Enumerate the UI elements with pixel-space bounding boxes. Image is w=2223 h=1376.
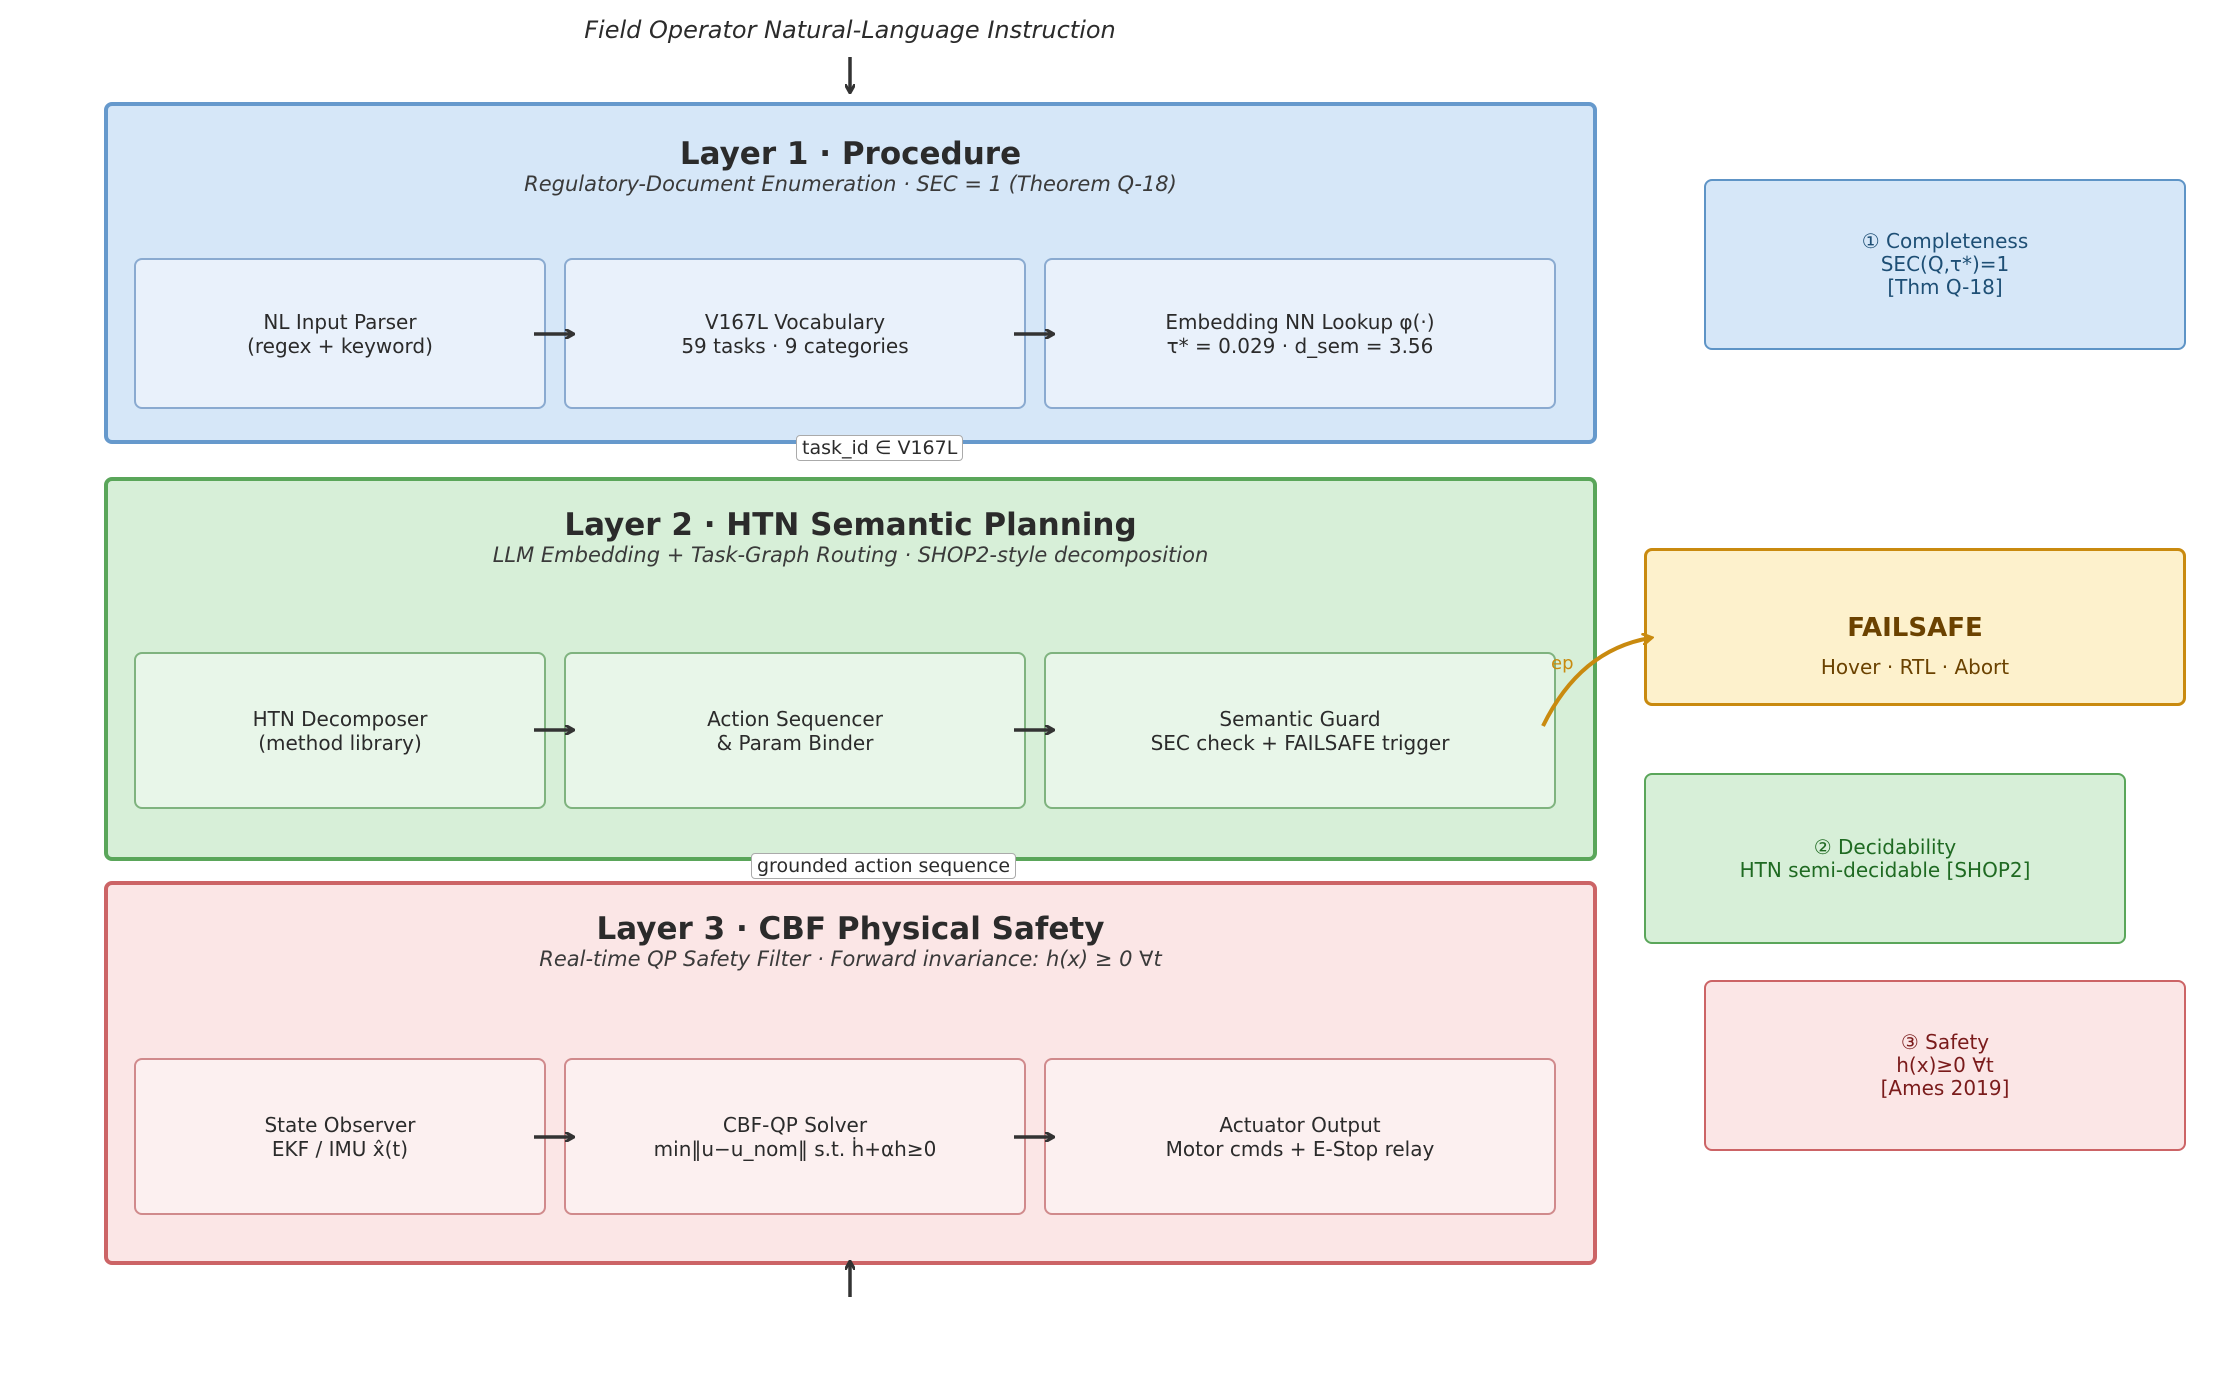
box-line1: Actuator Output (1219, 1112, 1381, 1137)
note-line2: SEC(Q,τ*)=1 (1880, 252, 2010, 276)
semantic-guard-box: Semantic Guard SEC check + FAILSAFE trig… (1044, 652, 1556, 809)
note-line3: [Thm Q-18] (1887, 275, 2003, 299)
layer2-title: Layer 2 · HTN Semantic Planning (564, 507, 1137, 543)
safety-note: ③ Safety h(x)≥0 ∀t [Ames 2019] (1704, 980, 2186, 1151)
layer1-title: Layer 1 · Procedure (679, 136, 1022, 172)
layer3-title: Layer 3 · CBF Physical Safety (596, 911, 1105, 947)
layer3-subtitle: Real-time QP Safety Filter · Forward inv… (539, 947, 1162, 971)
box-line1: CBF-QP Solver (722, 1112, 868, 1137)
box-line2: min‖u−u_nom‖ s.t. ḣ+αh≥0 (653, 1136, 937, 1161)
note-line1: ② Decidability (1813, 834, 1957, 859)
connector-label-task-id: task_id ∈ V167L (796, 435, 964, 461)
note-line1: ③ Safety (1900, 1030, 1990, 1054)
htn-decomposer-box: HTN Decomposer (method library) (134, 652, 546, 809)
box-line2: 59 tasks · 9 categories (681, 333, 909, 358)
decidability-note: ② Decidability HTN semi-decidable [SHOP2… (1644, 773, 2126, 944)
completeness-note: ① Completeness SEC(Q,τ*)=1 [Thm Q-18] (1704, 179, 2186, 350)
layer1-subtitle: Regulatory-Document Enumeration · SEC = … (524, 172, 1177, 196)
layer2-subtitle: LLM Embedding + Task-Graph Routing · SHO… (492, 543, 1209, 567)
box-line2: (regex + keyword) (247, 333, 433, 358)
cbf-qp-solver-box: CBF-QP Solver min‖u−u_nom‖ s.t. ḣ+αh≥0 (564, 1058, 1026, 1215)
failsafe-trigger-arrow (1541, 638, 1650, 727)
box-line1: Embedding NN Lookup φ(·) (1165, 309, 1435, 334)
failsafe-subtitle: Hover · RTL · Abort (1820, 655, 2010, 679)
connector-label-action-sequence: grounded action sequence (751, 853, 1017, 879)
box-line1: NL Input Parser (263, 309, 417, 334)
note-line3: [Ames 2019] (1880, 1076, 2010, 1100)
nl-input-parser-box: NL Input Parser (regex + keyword) (134, 258, 546, 409)
box-line2: EKF / IMU x̂(t) (271, 1136, 409, 1161)
embedding-lookup-box: Embedding NN Lookup φ(·) τ* = 0.029 · d_… (1044, 258, 1556, 409)
note-line2: HTN semi-decidable [SHOP2] (1739, 857, 2031, 882)
box-line2: Motor cmds + E-Stop relay (1165, 1136, 1435, 1161)
action-sequencer-box: Action Sequencer & Param Binder (564, 652, 1026, 809)
box-line2: SEC check + FAILSAFE trigger (1150, 730, 1450, 755)
box-line1: State Observer (264, 1112, 416, 1137)
box-line2: τ* = 0.029 · d_sem = 3.56 (1166, 333, 1434, 358)
box-line1: Action Sequencer (707, 706, 883, 731)
note-line1: ① Completeness (1861, 229, 2029, 253)
failsafe-edge-label: ep (1551, 653, 1574, 674)
note-line2: h(x)≥0 ∀t (1896, 1053, 1994, 1077)
actuator-output-box: Actuator Output Motor cmds + E-Stop rela… (1044, 1058, 1556, 1215)
vocabulary-box: V167L Vocabulary 59 tasks · 9 categories (564, 258, 1026, 409)
state-observer-box: State Observer EKF / IMU x̂(t) (134, 1058, 546, 1215)
box-line2: (method library) (258, 730, 422, 755)
box-line1: V167L Vocabulary (704, 309, 886, 334)
box-line1: HTN Decomposer (252, 706, 428, 731)
box-line2: & Param Binder (716, 730, 874, 755)
failsafe-title: FAILSAFE (1847, 613, 1983, 643)
box-line1: Semantic Guard (1219, 706, 1381, 731)
failsafe-box: FAILSAFE Hover · RTL · Abort (1644, 548, 2186, 706)
top-instruction: Field Operator Natural-Language Instruct… (584, 16, 1116, 44)
